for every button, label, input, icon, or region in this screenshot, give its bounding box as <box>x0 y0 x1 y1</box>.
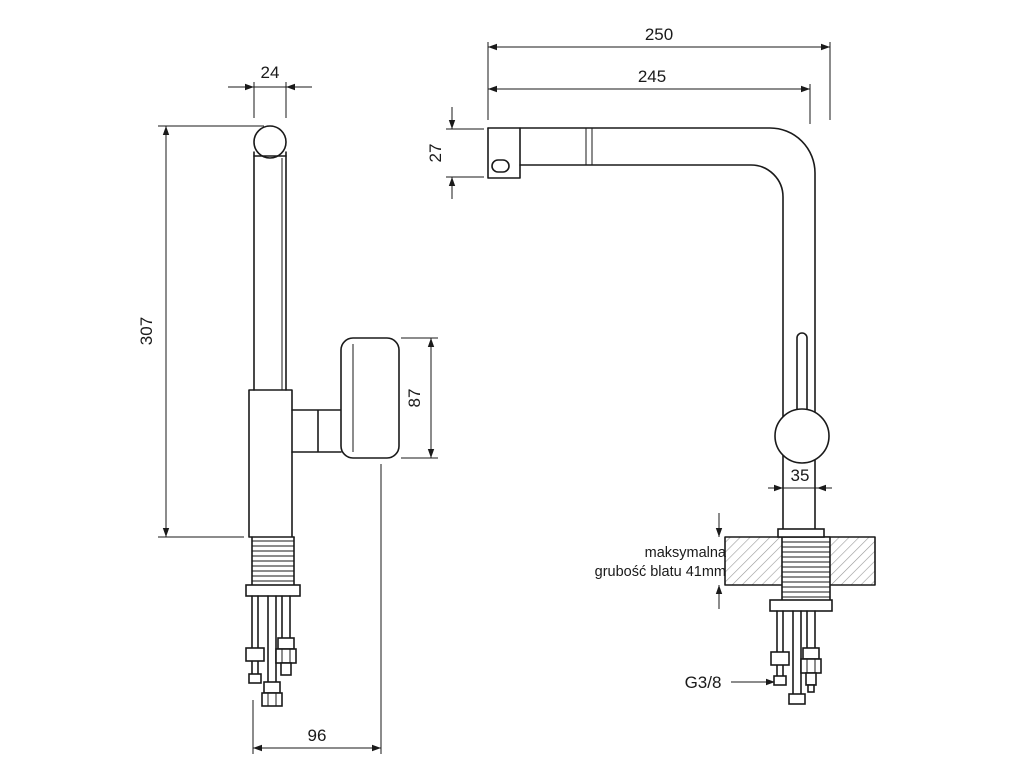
aerator <box>491 159 510 173</box>
dim-87-label: 87 <box>405 389 424 408</box>
left-faucet-outline <box>248 125 400 586</box>
thread-lines <box>252 540 294 582</box>
base-flange <box>777 528 825 538</box>
dimension-body-height: 87 <box>401 337 438 459</box>
left-mounting-parts <box>245 584 301 707</box>
dim-27-label: 27 <box>426 144 445 163</box>
counter-thickness-note: maksymalna grubość blatu 41mm <box>595 513 727 609</box>
left-view: 24 307 87 96 <box>137 63 438 754</box>
dim-307-label: 307 <box>137 317 156 345</box>
countertop-section <box>724 536 876 601</box>
counter-note-line2: grubość blatu 41mm <box>595 564 726 580</box>
right-faucet-outline <box>487 127 830 538</box>
handle-knob <box>774 408 830 464</box>
right-view: 250 245 27 35 maksymalna <box>426 25 876 705</box>
right-mounting-parts <box>769 599 833 705</box>
thread-lines <box>782 541 830 598</box>
dimension-base-depth: 96 <box>252 464 382 754</box>
dimension-spout-reach: 245 <box>488 67 811 124</box>
dim-96-label: 96 <box>308 726 327 745</box>
dim-250-label: 250 <box>645 25 673 44</box>
dimension-spout-height: 27 <box>426 107 484 199</box>
thread-size-label: G3/8 <box>685 673 775 692</box>
counter-note-line1: maksymalna <box>645 545 727 561</box>
dim-35-label: 35 <box>791 466 810 485</box>
mounting-plate <box>245 584 301 597</box>
mixer-body <box>340 337 400 459</box>
dimension-body-width: 35 <box>768 466 832 492</box>
dimension-total-depth: 250 <box>487 25 831 120</box>
mounting-plate <box>769 599 833 612</box>
dimension-total-height: 307 <box>137 125 264 538</box>
countertop-hatch-right <box>830 537 875 585</box>
dimension-spout-width: 24 <box>228 63 312 118</box>
dim-24-label: 24 <box>261 63 280 82</box>
spout-cap <box>253 125 287 159</box>
dim-245-label: 245 <box>638 67 666 86</box>
g38-label: G3/8 <box>685 673 722 692</box>
countertop-hatch-left <box>725 537 782 585</box>
